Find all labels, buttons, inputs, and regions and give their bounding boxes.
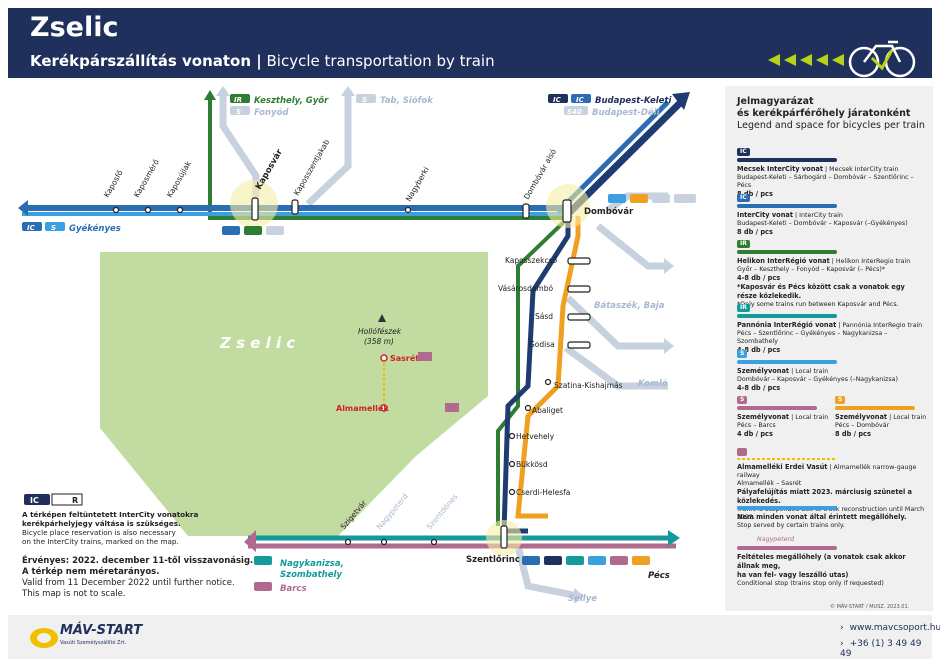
subtitle-hu: Kerékpárszállítás vonaton | (30, 52, 262, 70)
station-kaposujlak: Kaposújlak (165, 159, 193, 199)
validity-note: Érvényes: 2022. december 11-től visszavo… (22, 556, 254, 599)
reservation-r: R (72, 496, 78, 505)
page-subtitle: Kerékpárszállítás vonaton | Bicycle tran… (30, 52, 495, 70)
chevron-right-icon: › (840, 623, 844, 633)
dest-gyekenyes: Gyékényes (69, 223, 121, 234)
arrow-bike-icon (768, 40, 916, 78)
station-szentlorinc: Szentlőrinc (466, 555, 520, 565)
mav-start-logo (30, 628, 58, 648)
phone-link[interactable]: ›+36 (1) 3 49 49 49 (840, 639, 922, 659)
legend-local-pink: S Személyvonat | Local train Pécs – Barc… (737, 396, 829, 438)
dest-bp-deli: Budapest-Déli (592, 107, 661, 118)
badge-s-tab: S (362, 96, 367, 104)
page-header: Zselic Kerékpárszállítás vonaton | Bicyc… (8, 8, 932, 78)
dest-komlo: Komló (638, 378, 668, 389)
legend-partial-stop: Nem minden vonat által érintett megállóh… (737, 504, 927, 530)
website-link[interactable]: ›www.mavcsoport.hu (840, 623, 940, 633)
legend-subtitle: Legend and space for bicycles per train (737, 120, 925, 131)
station-godisa: Godisa (529, 340, 555, 349)
legend-title: Jelmagyarázat és kerékpárférőhely járato… (737, 96, 911, 119)
station-vasarosdombo: Vásárosdombó (498, 284, 553, 293)
badge-s-gyekenyes: S (51, 224, 56, 232)
peak-height: (358 m) (364, 337, 394, 346)
subtitle-en: Bicycle transportation by train (261, 52, 495, 70)
dest-pecs: Pécs (648, 570, 670, 581)
badge-ic-info: IC (30, 496, 39, 505)
badge-ir-keszthely: IR (234, 96, 242, 104)
station-sasret: Sasrét (390, 353, 419, 363)
legend-local-orange: S Személyvonat | Local train Pécs – Domb… (835, 396, 927, 438)
badge-s40-deli: S40 (567, 108, 582, 116)
rail-map: Kaposfő Kaposmérő Kaposújlak Kaposszentj… (18, 86, 696, 604)
dest-bataszek: Bátaszék, Baja (594, 300, 665, 311)
dest-bp-keleti: Budapest-Keleti (595, 96, 672, 106)
station-kaposfo: Kaposfő (102, 168, 125, 199)
legend-pannonia: IR Pannónia InterRégió vonat | Pannónia … (737, 304, 923, 354)
legend-local-blue: S Személyvonat | Local train Dombóvár – … (737, 350, 898, 392)
badge-ic-keleti-1: IC (553, 96, 562, 104)
station-nagyberki: Nagyberki (404, 165, 431, 203)
station-dombovar: Dombóvár (584, 206, 634, 217)
dest-fonyod: Fonyód (254, 107, 289, 118)
page-footer: MÁV-START Vasúti Személyszállító Zrt. ›w… (8, 615, 940, 659)
station-almamellek: Almamellék (336, 403, 389, 413)
ic-reservation-note: A térképen feltüntetett InterCity vonato… (22, 510, 199, 546)
legend-panel: Jelmagyarázat és kerékpárférőhely járato… (725, 86, 933, 611)
dest-nagykanizsa: Nagykanizsa, (280, 559, 344, 569)
logo-subtext: Vasúti Személyszállító Zrt. (60, 640, 127, 646)
legend-mecsek-ic: IC Mecsek InterCity vonat | Mecsek Inter… (737, 148, 914, 198)
peak-icon (378, 314, 386, 322)
badge-ic-gyekenyes: IC (27, 224, 36, 232)
chevron-right-icon: › (840, 639, 844, 649)
peak-name: Hollófészek (358, 327, 402, 336)
logo-text: MÁV-START (60, 623, 143, 638)
dest-szombathely: Szombathely (280, 570, 342, 580)
orange-local-line (515, 216, 581, 519)
station-cserdi: Cserdi-Helesfa (516, 488, 570, 497)
zselic-forest (100, 252, 488, 536)
dest-sellye: Sellye (568, 594, 597, 604)
station-hetvehely: Hetvehely (516, 432, 555, 441)
station-bukkosd: Bükkösd (516, 460, 548, 469)
legend-helikon: IR Helikon InterRégió vonat | Helikon In… (737, 240, 911, 308)
station-kaposszekcso: Kaposszekcső (505, 256, 557, 265)
ic-line-north (565, 97, 686, 217)
dest-keszthely: Keszthely, Győr (254, 96, 329, 106)
station-szentdenes: Szentdénes (425, 492, 460, 531)
badge-ic-keleti-2: IC (576, 96, 585, 104)
legend-conditional-stop: Nagypeterd Feltételes megállóhely (a von… (737, 536, 906, 587)
copyright: © MÁV-START / MUSZ. 2023.01. (830, 604, 910, 610)
helikon-line (208, 96, 573, 526)
station-kaposvar: Kaposvár (254, 147, 285, 191)
station-nagypeterd: Nagypeterd (375, 492, 410, 532)
station-szatina: Szatina-Kishajmás (554, 381, 623, 390)
page-title: Zselic (30, 12, 119, 43)
legend-ic: IC InterCity vonat | InterCity train Bud… (737, 194, 908, 236)
station-abaliget: Abaliget (532, 406, 563, 415)
station-sasd: Sásd (535, 312, 553, 321)
dest-barcs: Barcs (280, 584, 307, 594)
dest-tab: Tab, Siófok (380, 95, 434, 106)
station-kaposmero: Kaposmérő (132, 158, 161, 199)
forest-name: Z s e l i c (219, 334, 295, 352)
badge-s-fonyod: S (236, 108, 241, 116)
